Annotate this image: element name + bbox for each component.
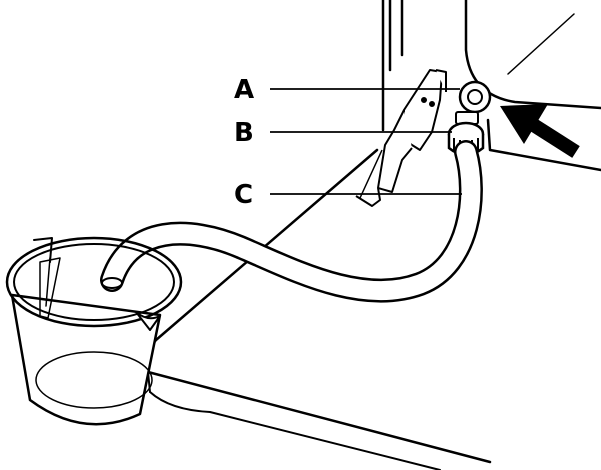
callout-label-b: B xyxy=(234,118,254,148)
table-top xyxy=(146,148,492,470)
fitting-a-ring xyxy=(458,80,492,114)
insertion-arrow-icon xyxy=(500,104,580,158)
mounting-bracket xyxy=(355,69,447,207)
callout-label-c: C xyxy=(234,180,253,210)
measuring-jug xyxy=(5,236,183,426)
callout-label-a: A xyxy=(234,75,254,105)
leader-lines xyxy=(270,88,462,195)
drain-hose-c xyxy=(100,140,483,303)
